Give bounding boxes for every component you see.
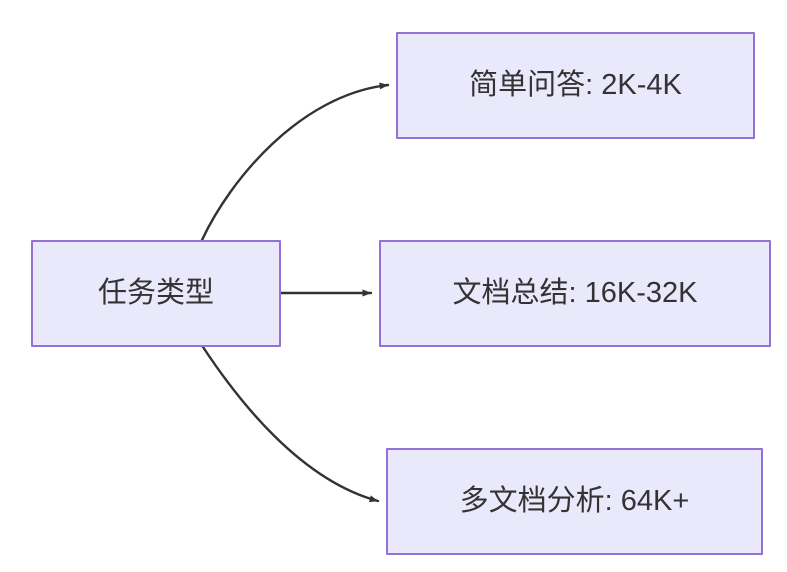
node-multidoc-analysis-label: 多文档分析: 64K+	[459, 485, 690, 517]
node-simple-qa[interactable]: 简单问答: 2K-4K	[396, 32, 755, 139]
edge-task-type-to-simple-qa	[200, 82, 390, 242]
node-multidoc-analysis[interactable]: 多文档分析: 64K+	[386, 448, 763, 555]
node-simple-qa-label: 简单问答: 2K-4K	[469, 69, 682, 101]
node-doc-summary-label: 文档总结: 16K-32K	[452, 277, 698, 309]
edge-task-type-to-multidoc-analysis	[201, 345, 380, 503]
node-doc-summary[interactable]: 文档总结: 16K-32K	[379, 240, 771, 347]
node-task-type-label: 任务类型	[97, 277, 214, 309]
node-task-type[interactable]: 任务类型	[31, 240, 281, 347]
